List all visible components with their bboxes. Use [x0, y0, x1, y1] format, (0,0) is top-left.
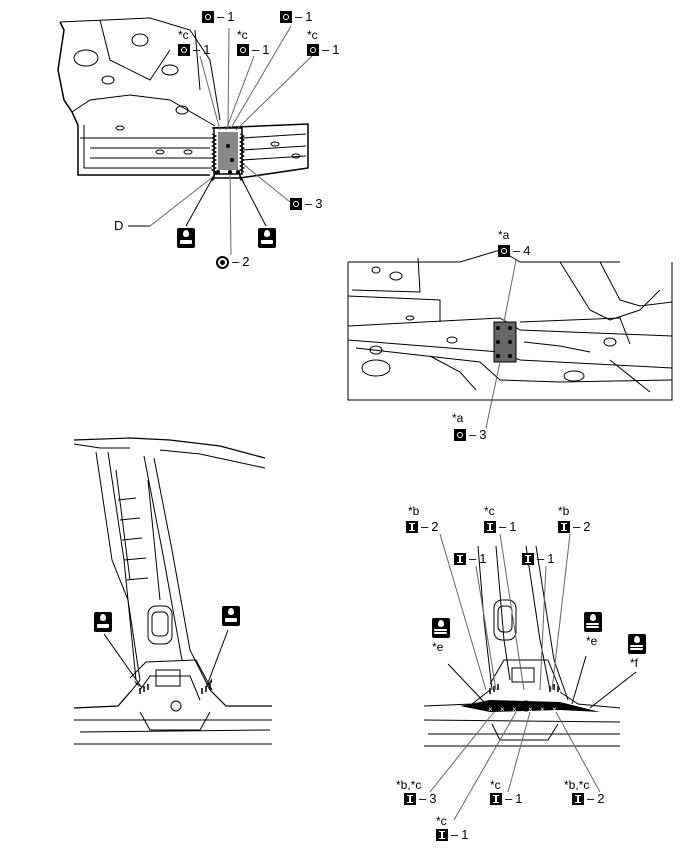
callout-spot-weld-1d: – 1	[237, 43, 269, 57]
note-c-bot-low: *c	[436, 814, 447, 828]
note-b-left: *b	[408, 504, 420, 518]
note-e-right: *e	[586, 634, 598, 648]
floor-rocker-illustration	[347, 249, 673, 429]
label-d: D	[114, 218, 124, 233]
callout-arc-2-right: – 2	[558, 520, 590, 534]
plug-weld-icon	[280, 11, 292, 23]
svg-text:×: ×	[540, 705, 545, 714]
sealer-icon	[258, 228, 276, 248]
rocker-panel-illustration	[57, 17, 313, 256]
callout-3: – 3	[290, 197, 322, 211]
plug-weld-icon	[290, 198, 302, 210]
note-b-right: *b	[558, 504, 570, 518]
plug-weld-icon	[307, 44, 319, 56]
brush-sealer-icon	[432, 618, 450, 638]
svg-text:×: ×	[552, 705, 557, 714]
callout-arc-2-bottom: – 2	[572, 792, 604, 806]
svg-text:×: ×	[528, 705, 533, 714]
center-pillar-illustration	[73, 437, 272, 745]
plug-weld-icon	[178, 44, 190, 56]
brush-sealer-icon	[628, 634, 646, 654]
note-c-3: *c	[307, 28, 318, 42]
callout-4: – 4	[498, 244, 530, 258]
note-f: *f	[630, 656, 639, 670]
sealer-icon	[177, 228, 195, 248]
sealer-icon	[222, 606, 240, 626]
arc-weld-icon	[484, 521, 496, 533]
plug-weld-icon	[202, 11, 214, 23]
note-a-bottom: *a	[452, 411, 464, 425]
svg-text:×: ×	[500, 705, 505, 714]
callout-arc-1-bottom: – 1	[490, 792, 522, 806]
arc-weld-icon	[572, 793, 584, 805]
arc-weld-icon	[490, 793, 502, 805]
ring-icon	[216, 255, 229, 269]
note-c-bot-mid: *c	[490, 778, 501, 792]
callout-arc-2-left: – 2	[406, 520, 438, 534]
note-e-left: *e	[432, 640, 444, 654]
brush-sealer-icon	[584, 612, 602, 632]
note-bc-right: *b,*c	[564, 778, 590, 792]
pillar-weld-illustration: × × × × × ×	[423, 533, 637, 821]
plug-weld-icon	[237, 44, 249, 56]
callout-arc-3: – 3	[404, 792, 436, 806]
arc-weld-icon	[436, 829, 448, 841]
sealer-icon	[94, 612, 112, 632]
plug-weld-icon	[498, 245, 510, 257]
note-bc-left: *b,*c	[396, 778, 422, 792]
arc-weld-icon	[454, 553, 466, 565]
callout-spot-weld-1b: – 1	[280, 10, 312, 24]
arc-weld-icon	[522, 553, 534, 565]
callout-arc-1-low: – 1	[436, 828, 468, 842]
note-c-2: *c	[237, 28, 248, 42]
note-c-mid: *c	[484, 504, 495, 518]
svg-text:×: ×	[488, 705, 493, 714]
callout-spot-weld-1a: – 1	[202, 10, 234, 24]
arc-weld-icon	[406, 521, 418, 533]
arc-weld-icon	[404, 793, 416, 805]
callout-arc-1-mid-a: – 1	[454, 552, 486, 566]
svg-text:×: ×	[512, 705, 517, 714]
callout-arc-1-mid-b: – 1	[522, 552, 554, 566]
arc-weld-icon	[558, 521, 570, 533]
callout-3-bottom: – 3	[454, 428, 486, 442]
callout-arc-1-top: – 1	[484, 520, 516, 534]
note-a-top: *a	[498, 228, 510, 242]
note-c-1: *c	[178, 28, 189, 42]
callout-spot-weld-1e: – 1	[307, 43, 339, 57]
callout-2: – 2	[216, 255, 249, 269]
callout-spot-weld-1c: – 1	[178, 43, 210, 57]
plug-weld-icon	[454, 429, 466, 441]
